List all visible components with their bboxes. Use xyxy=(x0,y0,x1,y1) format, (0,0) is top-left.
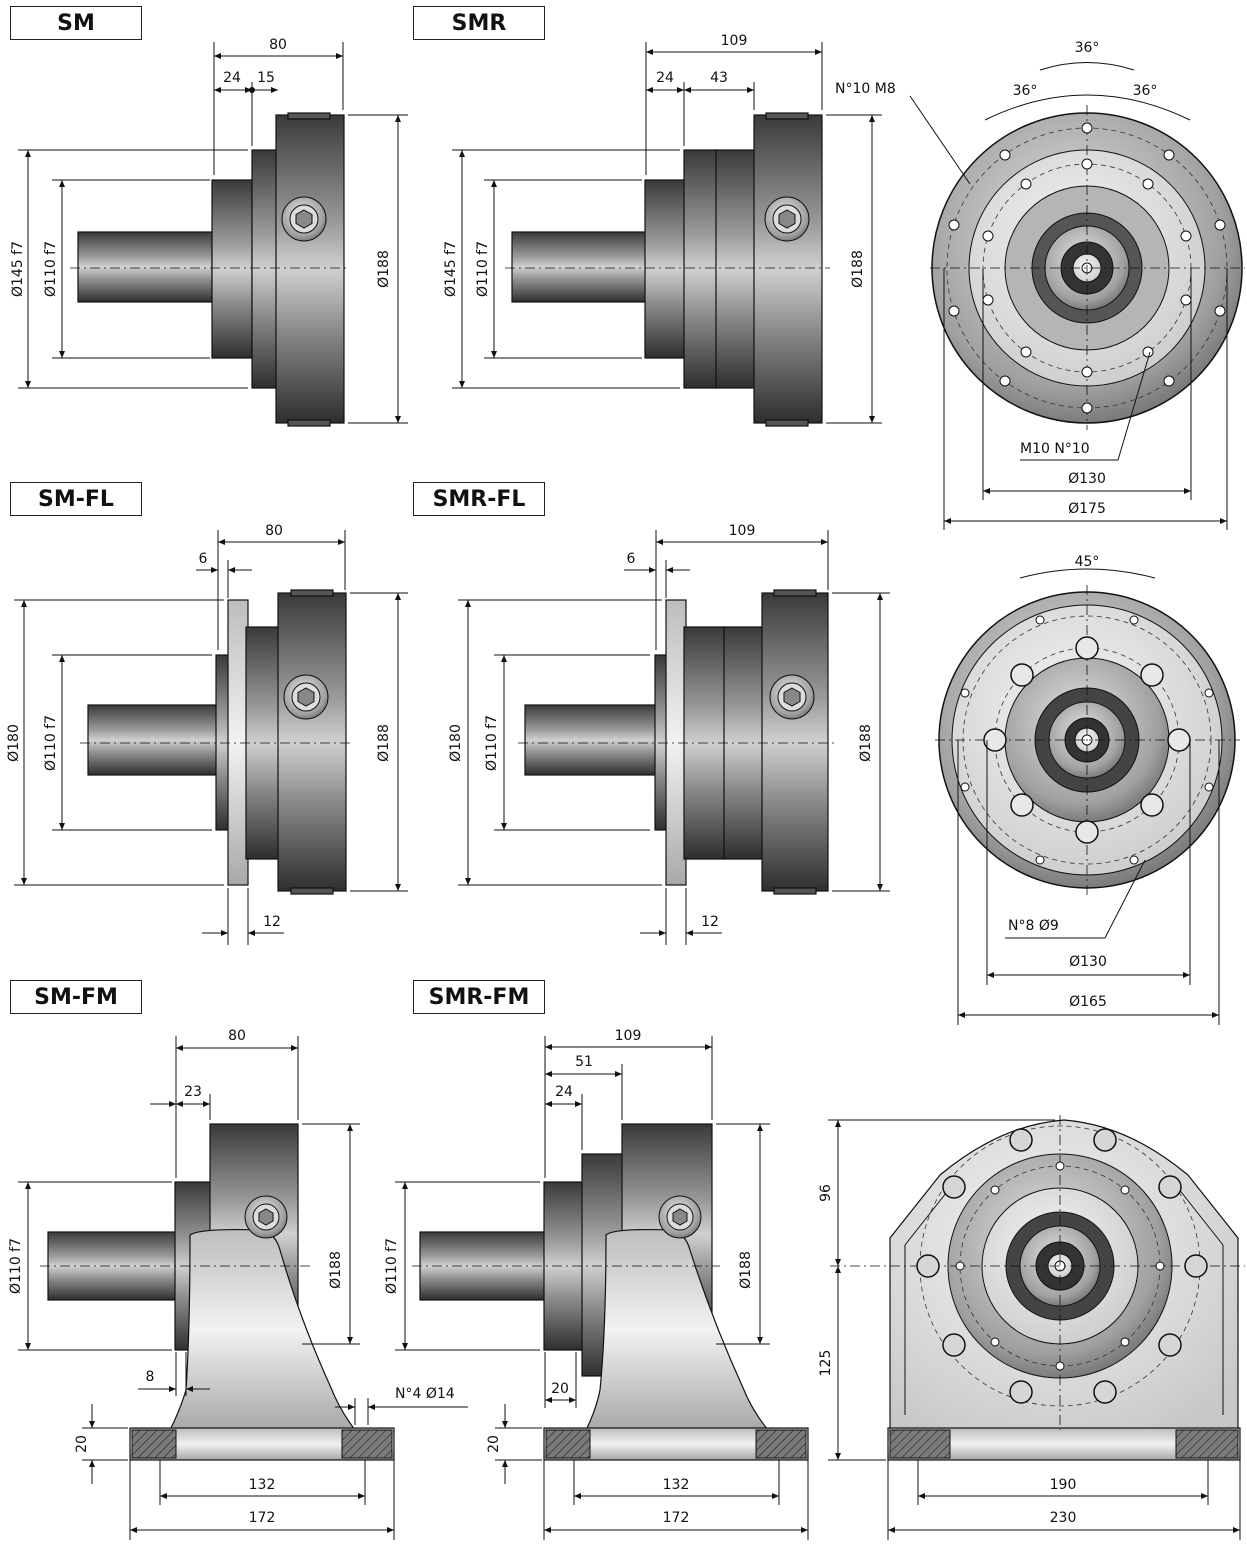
svg-text:20: 20 xyxy=(486,1435,502,1453)
svg-text:172: 172 xyxy=(663,1510,690,1526)
sm-fm-side-view: 80 23 8 N°4 Ø14 20 Ø110 f7 Ø188 132 xyxy=(8,1028,468,1540)
title-smr-fm: SMR-FM xyxy=(413,980,545,1014)
svg-text:Ø188: Ø188 xyxy=(376,724,392,762)
svg-text:Ø180: Ø180 xyxy=(6,724,22,762)
svg-text:24: 24 xyxy=(223,70,241,86)
sm-flange-step xyxy=(251,149,279,389)
svg-text:12: 12 xyxy=(263,914,281,930)
svg-text:6: 6 xyxy=(199,551,208,567)
svg-text:N°10 M8: N°10 M8 xyxy=(835,81,896,97)
smr-fl-side-view: 109 6 12 Ø180 Ø110 f7 Ø188 xyxy=(448,523,890,945)
sm-fl-side-view: 80 6 12 Ø180 Ø110 f7 Ø188 xyxy=(6,523,408,945)
svg-text:36°: 36° xyxy=(1013,83,1038,99)
svg-text:Ø110 f7: Ø110 f7 xyxy=(8,1238,24,1294)
svg-text:190: 190 xyxy=(1050,1477,1077,1493)
svg-text:80: 80 xyxy=(228,1028,246,1044)
svg-text:Ø188: Ø188 xyxy=(738,1251,754,1289)
front-view-top: 36° 36° 36° N°10 M8 M10 N°10 Ø130 Ø175 xyxy=(835,40,1245,530)
svg-text:20: 20 xyxy=(551,1381,569,1397)
svg-text:Ø130: Ø130 xyxy=(1069,954,1107,970)
svg-text:N°4 Ø14: N°4 Ø14 xyxy=(395,1386,455,1402)
smr-fm-side-view: 109 51 24 20 20 Ø110 f7 Ø188 132 172 xyxy=(384,1028,809,1540)
svg-text:20: 20 xyxy=(74,1435,90,1453)
svg-text:Ø180: Ø180 xyxy=(448,724,464,762)
svg-text:Ø188: Ø188 xyxy=(376,250,392,288)
svg-text:51: 51 xyxy=(575,1054,593,1070)
svg-text:80: 80 xyxy=(269,37,287,53)
smr-side-view: 109 24 43 Ø145 f7 Ø110 f7 Ø188 xyxy=(443,33,882,427)
svg-text:6: 6 xyxy=(627,551,636,567)
front-view-mid: 45° N°8 Ø9 Ø130 Ø165 xyxy=(935,554,1240,1025)
svg-text:36°: 36° xyxy=(1133,83,1158,99)
svg-text:36°: 36° xyxy=(1075,40,1100,56)
svg-text:24: 24 xyxy=(656,70,674,86)
svg-text:109: 109 xyxy=(729,523,756,539)
svg-text:15: 15 xyxy=(257,70,275,86)
svg-text:Ø130: Ø130 xyxy=(1068,471,1106,487)
front-mid-holes xyxy=(983,636,1191,844)
sm-housing xyxy=(275,114,345,424)
smr-shaft xyxy=(511,231,647,303)
front-top-holes-outer xyxy=(948,122,1226,414)
svg-text:Ø110 f7: Ø110 f7 xyxy=(43,241,59,297)
svg-text:125: 125 xyxy=(818,1350,834,1377)
svg-text:Ø175: Ø175 xyxy=(1068,501,1106,517)
title-sm-fm: SM-FM xyxy=(10,980,142,1014)
svg-text:43: 43 xyxy=(710,70,728,86)
svg-text:132: 132 xyxy=(249,1477,276,1493)
svg-text:109: 109 xyxy=(721,33,748,49)
sm-pilot xyxy=(211,179,253,359)
svg-text:Ø188: Ø188 xyxy=(858,724,874,762)
title-sm: SM xyxy=(10,6,142,40)
svg-text:80: 80 xyxy=(265,523,283,539)
svg-text:Ø188: Ø188 xyxy=(850,250,866,288)
title-smr: SMR xyxy=(413,6,545,40)
svg-text:172: 172 xyxy=(249,1510,276,1526)
front-view-bottom: 96 125 190 230 xyxy=(818,1115,1245,1540)
svg-text:Ø110 f7: Ø110 f7 xyxy=(475,241,491,297)
title-smr-fl: SMR-FL xyxy=(413,482,545,516)
title-sm-fl: SM-FL xyxy=(10,482,142,516)
svg-text:24: 24 xyxy=(555,1084,573,1100)
svg-text:Ø145 f7: Ø145 f7 xyxy=(10,241,26,297)
sm-side-view: 80 24 15 Ø145 f7 Ø110 f7 Ø188 xyxy=(10,37,408,427)
front-top-holes-inner xyxy=(982,158,1192,378)
svg-text:96: 96 xyxy=(818,1184,834,1202)
svg-text:132: 132 xyxy=(663,1477,690,1493)
svg-text:12: 12 xyxy=(701,914,719,930)
svg-text:Ø110 f7: Ø110 f7 xyxy=(484,715,500,771)
svg-text:Ø165: Ø165 xyxy=(1069,994,1107,1010)
svg-text:Ø110 f7: Ø110 f7 xyxy=(384,1238,400,1294)
svg-text:8: 8 xyxy=(146,1369,155,1385)
front-bottom-holes xyxy=(916,1128,1208,1404)
svg-text:109: 109 xyxy=(615,1028,642,1044)
svg-text:23: 23 xyxy=(184,1084,202,1100)
sm-shaft xyxy=(77,231,213,303)
svg-text:45°: 45° xyxy=(1075,554,1100,570)
svg-text:Ø110 f7: Ø110 f7 xyxy=(43,715,59,771)
svg-text:230: 230 xyxy=(1050,1510,1077,1526)
svg-text:Ø188: Ø188 xyxy=(328,1251,344,1289)
svg-text:N°8 Ø9: N°8 Ø9 xyxy=(1008,918,1059,934)
svg-text:Ø145 f7: Ø145 f7 xyxy=(443,241,459,297)
svg-text:M10 N°10: M10 N°10 xyxy=(1020,441,1090,457)
